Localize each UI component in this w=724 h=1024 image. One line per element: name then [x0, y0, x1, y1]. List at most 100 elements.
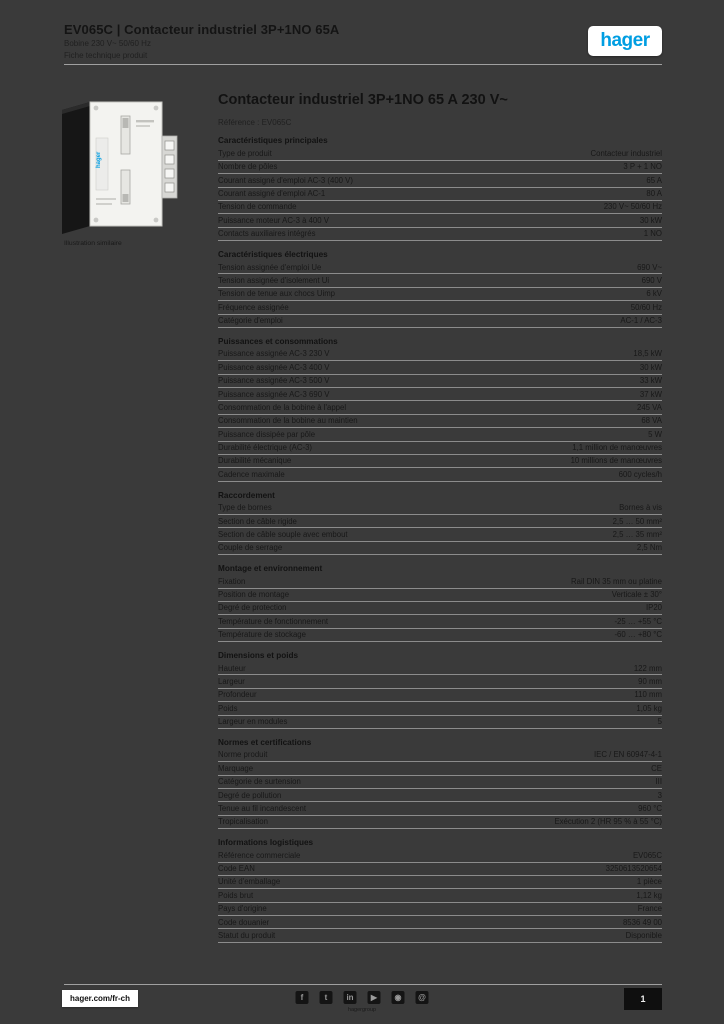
- spec-row: Statut du produit Disponible: [218, 929, 662, 943]
- email-icon[interactable]: @: [415, 991, 429, 1004]
- spec-label: Fréquence assignée: [218, 302, 289, 312]
- spec-value: 65 A: [646, 175, 662, 185]
- spec-value: Disponible: [625, 930, 662, 940]
- spec-value: 1 pièce: [636, 877, 662, 887]
- spec-label: Pays d'origine: [218, 904, 267, 914]
- page-number-badge: 1: [624, 988, 662, 1010]
- spec-label: Fixation: [218, 576, 246, 586]
- spec-label: Tension assignée d'emploi Ue: [218, 262, 322, 272]
- spec-value: 110 mm: [634, 690, 662, 700]
- spec-label: Durabilité électrique (AC-3): [218, 443, 313, 453]
- spec-label: Hauteur: [218, 663, 246, 673]
- spec-label: Statut du produit: [218, 930, 276, 940]
- product-image-caption: Illustration similaire: [64, 240, 122, 247]
- spec-value: III: [655, 777, 663, 787]
- spec-label: Tension assignée d'isolement Ui: [218, 275, 330, 285]
- spec-label: Profondeur: [218, 690, 257, 700]
- spec-value: 30 kW: [639, 362, 662, 372]
- spec-label: Section de câble souple avec embout: [218, 529, 348, 539]
- spec-label: Section de câble rigide: [218, 516, 297, 526]
- spec-label: Tropicalisation: [218, 817, 268, 827]
- spec-label: Norme produit: [218, 750, 268, 760]
- section-header: Normes et certifications: [218, 737, 312, 747]
- spec-row: Courant assigné d'emploi AC-3 (400 V) 65 …: [218, 174, 662, 188]
- spec-label: Catégorie d'emploi: [218, 316, 283, 326]
- spec-value: 1,12 kg: [636, 890, 662, 900]
- spec-value: EV065C: [632, 850, 662, 860]
- hager-logo: hager: [588, 26, 662, 56]
- product-title: Contacteur industriel 3P+1NO 65 A 230 V~: [218, 92, 508, 108]
- facebook-icon[interactable]: f: [295, 991, 309, 1004]
- spec-value: 600 cycles/h: [618, 469, 662, 479]
- youtube-icon[interactable]: ▶: [367, 991, 381, 1004]
- spec-label: Température de stockage: [218, 630, 306, 640]
- spec-label: Puissance dissipée par pôle: [218, 429, 316, 439]
- spec-value: 1,05 kg: [636, 703, 662, 713]
- footer-website-link[interactable]: hager.com/fr-ch: [62, 990, 139, 1007]
- spec-value: 18,5 kW: [633, 349, 662, 359]
- spec-value: 80 A: [646, 189, 662, 199]
- spec-value: 3 P + 1 NO: [623, 162, 662, 172]
- contactor-illustration: hager: [62, 101, 178, 234]
- section-header: Puissances et consommations: [218, 336, 338, 346]
- spec-value: -60 … +80 °C: [614, 630, 662, 640]
- spec-row: Tension assignée d'isolement Ui 690 V: [218, 274, 662, 288]
- spec-value: IP20: [645, 603, 662, 613]
- section-header: Dimensions et poids: [218, 651, 299, 661]
- spec-value: 690 V: [641, 275, 662, 285]
- spec-label: Degré de protection: [218, 603, 287, 613]
- spec-value: 2,5 … 35 mm²: [612, 529, 662, 539]
- header-block: EV065C | Contacteur industriel 3P+1NO 65…: [64, 22, 424, 62]
- spec-label: Poids: [218, 703, 238, 713]
- linkedin-icon[interactable]: in: [343, 991, 357, 1004]
- spec-value: Verticale ± 30°: [611, 590, 662, 600]
- spec-label: Type de bornes: [218, 503, 272, 513]
- spec-row: Durabilité électrique (AC-3)1,1 million …: [218, 442, 662, 455]
- spec-row: Température de stockage -60 … +80 °C: [218, 629, 662, 643]
- spec-value: -25 … +55 °C: [614, 616, 662, 626]
- spec-value: CE: [651, 763, 662, 773]
- spec-label: Référence commerciale: [218, 850, 301, 860]
- spec-label: Poids brut: [218, 890, 254, 900]
- spec-label: Courant assigné d'emploi AC-3 (400 V): [218, 175, 353, 185]
- spec-value: 122 mm: [633, 663, 662, 673]
- section-header: Montage et environnement: [218, 564, 323, 574]
- spec-value: 33 kW: [639, 376, 662, 386]
- spec-value: 8536 49 00: [622, 917, 662, 927]
- instagram-icon[interactable]: ◉: [391, 991, 405, 1004]
- spec-label: Puissance moteur AC-3 à 400 V: [218, 215, 329, 225]
- spec-label: Largeur en modules: [218, 717, 288, 727]
- spec-label: Couple de serrage: [218, 543, 283, 553]
- section-header: Informations logistiques: [218, 838, 314, 848]
- spec-value: 6 kV: [646, 289, 662, 299]
- twitter-icon[interactable]: t: [319, 991, 333, 1004]
- spec-value: IEC / EN 60947-4-1: [593, 750, 662, 760]
- spec-value: 245 VA: [637, 402, 662, 412]
- spec-label: Tension de tenue aux chocs Uimp: [218, 289, 336, 299]
- spec-row: Hauteur 122 mm: [218, 662, 662, 676]
- spec-value: 50/60 Hz: [630, 302, 662, 312]
